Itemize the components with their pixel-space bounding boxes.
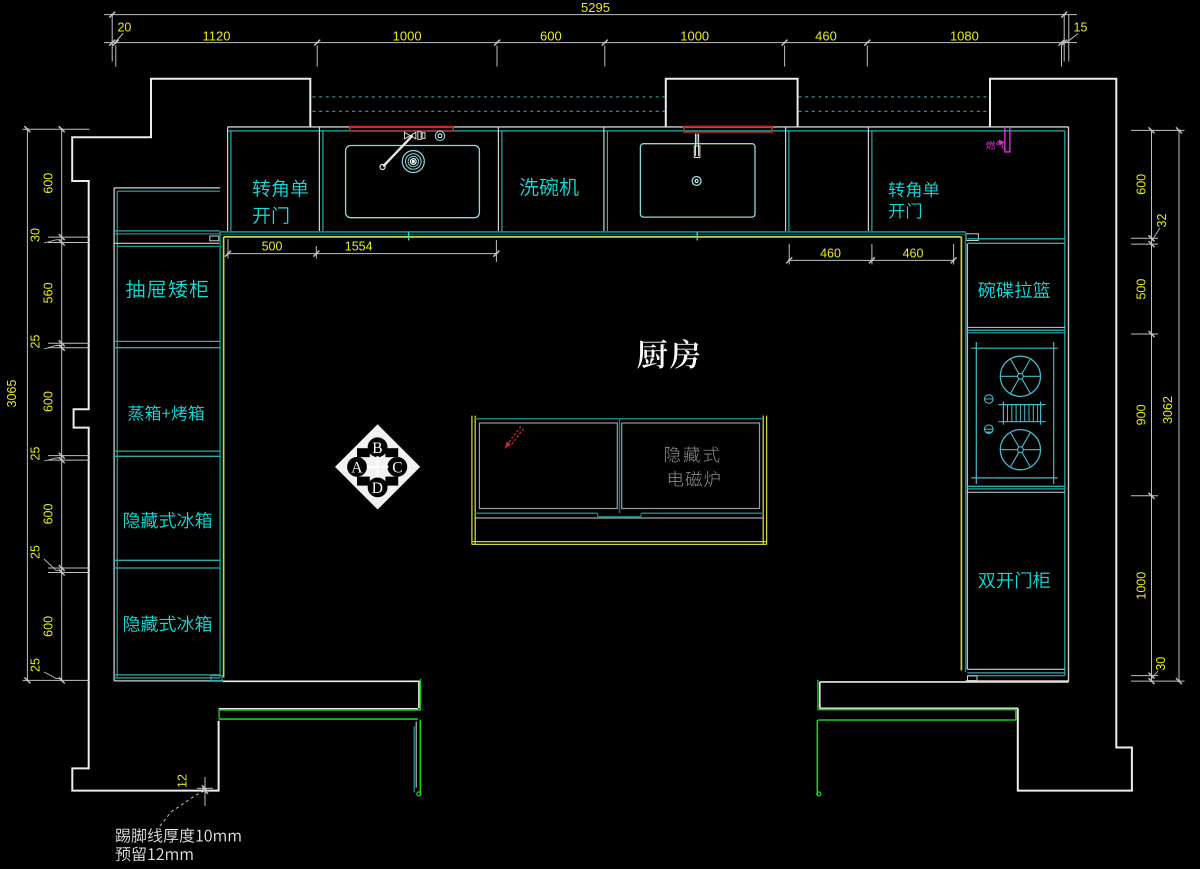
svg-text:15: 15 [1074, 21, 1088, 35]
svg-text:460: 460 [815, 29, 837, 44]
svg-text:25: 25 [29, 658, 43, 672]
svg-text:1120: 1120 [203, 29, 231, 44]
svg-text:1000: 1000 [1135, 572, 1149, 600]
svg-text:600: 600 [42, 504, 56, 525]
svg-text:460: 460 [903, 247, 924, 261]
svg-text:600: 600 [42, 391, 56, 412]
svg-text:30: 30 [1154, 657, 1168, 671]
svg-text:1554: 1554 [345, 240, 373, 254]
svg-text:1000: 1000 [680, 29, 709, 44]
svg-text:D: D [372, 480, 383, 497]
svg-text:A: A [351, 460, 363, 477]
svg-text:12: 12 [176, 774, 190, 788]
svg-text:1000: 1000 [393, 29, 422, 44]
svg-text:20: 20 [117, 21, 131, 35]
svg-text:32: 32 [1155, 214, 1169, 228]
svg-text:25: 25 [29, 447, 43, 461]
svg-text:25: 25 [29, 335, 43, 349]
svg-text:1080: 1080 [950, 29, 979, 44]
svg-text:500: 500 [262, 240, 283, 254]
svg-text:30: 30 [29, 228, 43, 242]
svg-text:5295: 5295 [581, 0, 610, 15]
svg-text:C: C [392, 460, 402, 477]
svg-text:900: 900 [1135, 404, 1149, 425]
svg-text:B: B [372, 440, 382, 457]
svg-text:460: 460 [820, 247, 841, 261]
svg-text:600: 600 [42, 173, 56, 194]
svg-text:560: 560 [42, 282, 56, 303]
svg-text:500: 500 [1135, 279, 1149, 300]
svg-text:3062: 3062 [1161, 396, 1175, 424]
svg-text:25: 25 [29, 545, 43, 559]
svg-text:600: 600 [42, 616, 56, 637]
svg-text:600: 600 [540, 29, 562, 44]
svg-text:3065: 3065 [5, 380, 19, 408]
svg-text:600: 600 [1135, 174, 1149, 195]
